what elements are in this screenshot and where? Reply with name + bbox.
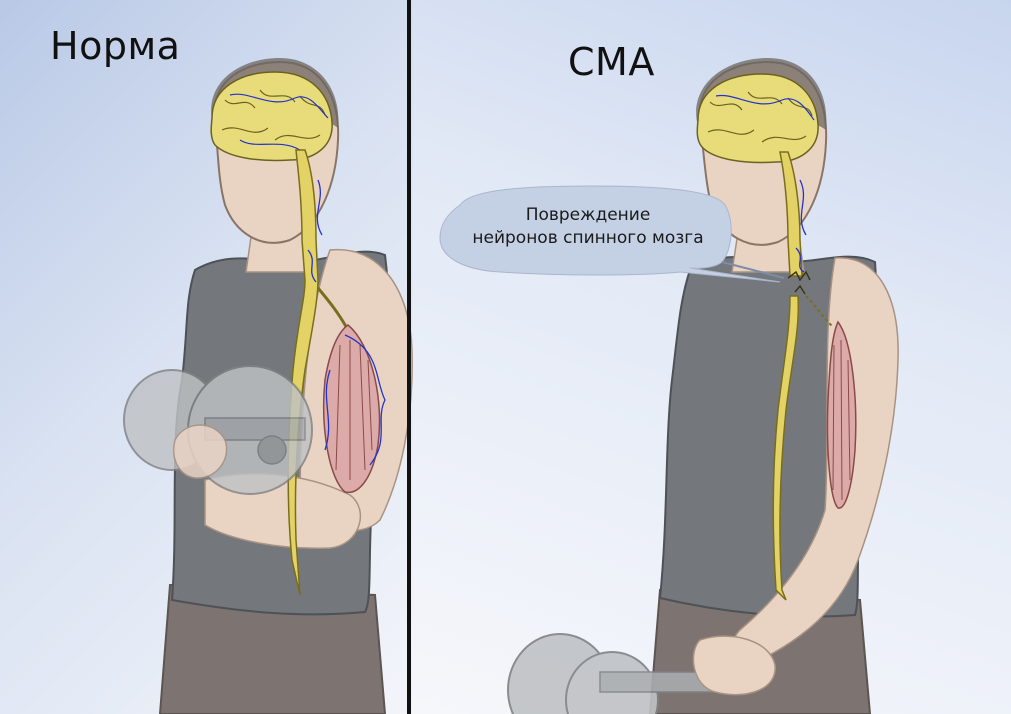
sma-spinal-cord-lower: [772, 295, 800, 601]
normal-figure: [123, 58, 413, 714]
callout-line-2: нейронов спинного мозга: [472, 228, 704, 248]
damage-mark: [787, 270, 811, 295]
callout-label: Повреждение нейронов спинного мозга: [446, 204, 730, 250]
normal-bicep-muscle: [322, 324, 381, 494]
sma-figure: [439, 58, 899, 714]
normal-title: Норма: [50, 24, 181, 68]
normal-brain: [210, 71, 333, 162]
normal-dumbbell: [123, 365, 313, 495]
callout-bubble: [439, 185, 781, 283]
sma-dumbbell: [507, 633, 721, 714]
panel-divider: [407, 0, 411, 714]
callout-arrow-icon: [721, 261, 785, 279]
sma-hand: [692, 635, 776, 696]
sma-title: СМА: [568, 40, 655, 84]
normal-nerve: [316, 287, 350, 331]
normal-hand: [173, 424, 228, 479]
sma-brain: [696, 73, 819, 164]
callout-line-1: Повреждение: [525, 205, 651, 225]
sma-nerve: [805, 295, 833, 327]
normal-spinal-cord: [287, 149, 319, 596]
